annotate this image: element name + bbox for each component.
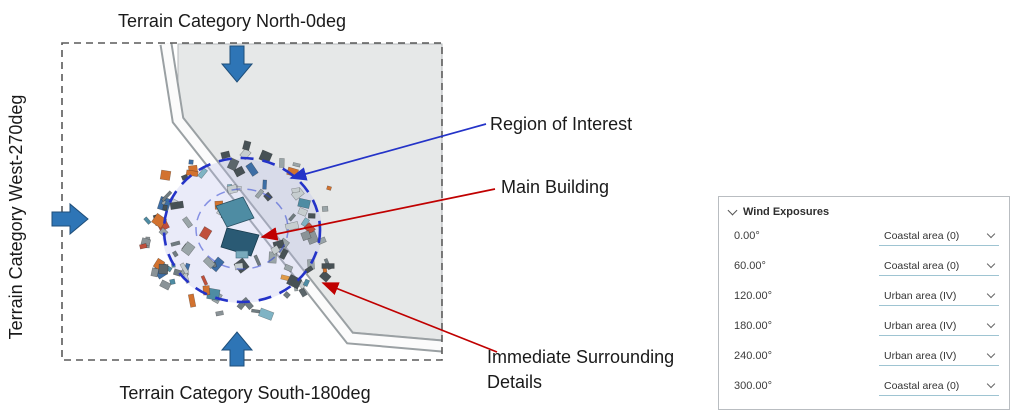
roi-annotation-line <box>289 123 487 181</box>
immediate-annotation-line <box>321 282 498 353</box>
wind-exposure-row: 0.00° Coastal area (0) <box>719 221 1009 251</box>
wind-exposure-row: 180.00° Urban area (IV) <box>719 311 1009 341</box>
exposure-select[interactable]: Urban area (IV) <box>879 286 999 306</box>
wind-exposure-row: 120.00° Urban area (IV) <box>719 281 1009 311</box>
chevron-down-icon <box>986 259 996 269</box>
immediate-annotation-label-line2: Details <box>487 372 542 392</box>
roi-annotation-label: Region of Interest <box>490 114 632 134</box>
exposure-angle-label: 0.00° <box>734 230 760 242</box>
roi-inner-circle <box>195 188 289 270</box>
roi-circle <box>162 156 322 304</box>
exposure-select[interactable]: Coastal area (0) <box>879 376 999 396</box>
chevron-down-icon <box>986 229 996 239</box>
chevron-down-icon <box>986 319 996 329</box>
exposure-select-value: Coastal area (0) <box>884 259 960 272</box>
chevron-down-icon <box>986 379 996 389</box>
main-building-annotation-label: Main Building <box>501 177 609 197</box>
north-flow-arrow-icon <box>220 45 254 83</box>
exposure-angle-label: 60.00° <box>734 260 766 272</box>
exposure-angle-label: 300.00° <box>734 380 773 392</box>
wind-exposure-row: 60.00° Coastal area (0) <box>719 251 1009 281</box>
exposure-select[interactable]: Coastal area (0) <box>879 226 999 246</box>
main-building <box>215 196 260 259</box>
exposure-select-value: Urban area (IV) <box>884 289 957 302</box>
exposure-angle-label: 120.00° <box>734 290 773 302</box>
immediate-annotation-label-line1: Immediate Surrounding <box>487 347 674 367</box>
exposure-select[interactable]: Urban area (IV) <box>879 346 999 366</box>
exposure-select-value: Coastal area (0) <box>884 379 960 392</box>
wind-exposure-row: 240.00° Urban area (IV) <box>719 341 1009 371</box>
exposure-select[interactable]: Coastal area (0) <box>879 256 999 276</box>
exposure-select-value: Urban area (IV) <box>884 319 957 332</box>
main-building-annotation-line <box>260 188 496 241</box>
exposure-angle-label: 240.00° <box>734 350 773 362</box>
west-terrain-label: Terrain Category West-270deg <box>6 95 26 340</box>
collapse-chevron-icon <box>727 205 738 216</box>
south-flow-arrow-icon <box>220 331 254 367</box>
wind-exposure-row: 300.00° Coastal area (0) <box>719 371 1009 401</box>
wind-exposures-header[interactable]: Wind Exposures <box>719 197 1009 221</box>
wind-exposures-panel: Wind Exposures 0.00° Coastal area (0) 60… <box>718 196 1010 410</box>
south-terrain-label: Terrain Category South-180deg <box>119 383 370 403</box>
exposure-select-value: Urban area (IV) <box>884 349 957 362</box>
exposure-select[interactable]: Urban area (IV) <box>879 316 999 336</box>
exposure-select-value: Coastal area (0) <box>884 229 960 242</box>
wind-exposures-title: Wind Exposures <box>743 206 830 218</box>
chevron-down-icon <box>986 349 996 359</box>
north-terrain-label: Terrain Category North-0deg <box>118 11 346 31</box>
west-flow-arrow-icon <box>51 202 89 236</box>
terrain-diagram: Terrain Category North-0deg Terrain Cate… <box>6 11 674 403</box>
exposure-angle-label: 180.00° <box>734 320 773 332</box>
chevron-down-icon <box>986 289 996 299</box>
